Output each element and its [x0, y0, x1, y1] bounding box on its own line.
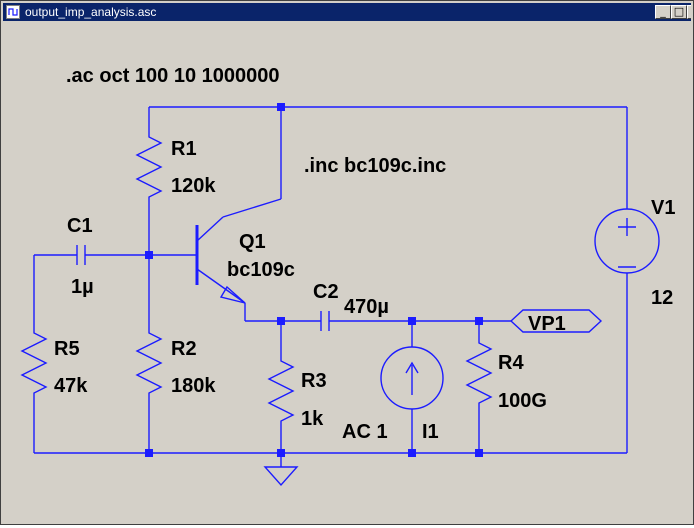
r3-value[interactable]: 1k [301, 408, 324, 430]
v1-voltage-source[interactable] [594, 208, 660, 453]
top-rail-wire [148, 106, 628, 218]
i1-value[interactable]: AC 1 [342, 421, 388, 443]
r2-name[interactable]: R2 [171, 338, 197, 360]
i1-name[interactable]: I1 [422, 421, 439, 443]
schematic-icon [6, 5, 20, 19]
node-gnd-4 [475, 449, 483, 457]
c1-name[interactable]: C1 [67, 215, 93, 237]
ground-rail-wire [34, 452, 627, 467]
inc-directive[interactable]: .inc bc109c.inc [304, 155, 446, 177]
r4-resistor[interactable] [465, 321, 493, 453]
r1-name[interactable]: R1 [171, 138, 197, 160]
r3-name[interactable]: R3 [301, 370, 327, 392]
r3-resistor[interactable] [267, 321, 295, 453]
c2-value[interactable]: 470µ [344, 296, 389, 318]
c1-capacitor[interactable] [34, 245, 149, 265]
r1-resistor[interactable] [135, 131, 163, 201]
schematic-canvas[interactable]: .ac oct 100 10 1000000 .inc bc109c.inc R… [3, 23, 691, 523]
q1-value[interactable]: bc109c [227, 259, 295, 281]
q1-name[interactable]: Q1 [239, 231, 266, 253]
c2-name[interactable]: C2 [313, 281, 339, 303]
window-title: output_imp_analysis.asc [25, 5, 157, 19]
r5-name[interactable]: R5 [54, 338, 80, 360]
node-gnd-2 [277, 449, 285, 457]
c1-value[interactable]: 1µ [71, 276, 94, 298]
minimize-button[interactable]: _ [655, 5, 671, 19]
node-gnd-3 [408, 449, 416, 457]
close-button-edge[interactable] [687, 5, 691, 19]
ac-directive[interactable]: .ac oct 100 10 1000000 [66, 65, 280, 87]
i1-current-source[interactable] [380, 321, 444, 453]
v1-value[interactable]: 12 [651, 287, 673, 309]
node-vcc [277, 103, 285, 111]
vp1-label[interactable]: VP1 [528, 313, 566, 335]
r1-value[interactable]: 120k [171, 175, 216, 197]
maximize-button[interactable]: □ [671, 5, 687, 19]
r5-resistor[interactable] [20, 255, 48, 453]
vp1-net-flag[interactable] [509, 309, 603, 333]
r4-value[interactable]: 100G [498, 390, 547, 412]
v1-name[interactable]: V1 [651, 197, 675, 219]
r2-resistor[interactable] [135, 327, 163, 453]
node-gnd-1 [145, 449, 153, 457]
q1-transistor[interactable] [195, 216, 321, 322]
r2-value[interactable]: 180k [171, 375, 216, 397]
ground-icon[interactable] [263, 466, 299, 487]
title-bar[interactable]: output_imp_analysis.asc _ □ [3, 3, 691, 21]
r4-name[interactable]: R4 [498, 352, 524, 374]
r5-value[interactable]: 47k [54, 375, 88, 397]
